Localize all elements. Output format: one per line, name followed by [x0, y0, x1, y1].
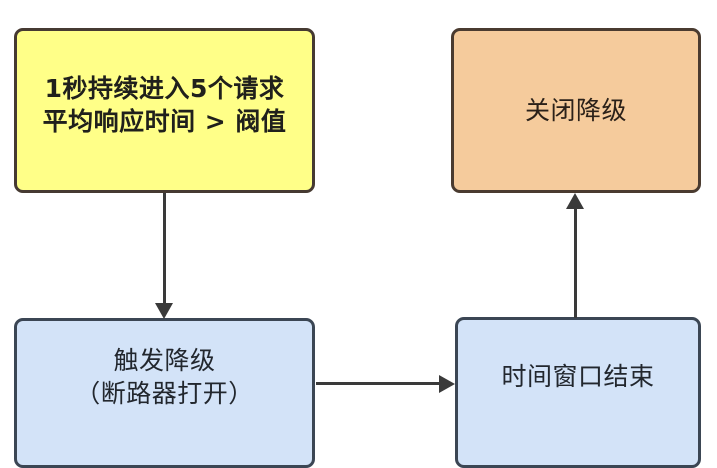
node-trigger-degrade[interactable]: 触发降级 （断路器打开）: [14, 318, 315, 468]
node-trigger-degrade-line-1: 触发降级: [113, 346, 216, 375]
node-window-end-line-1: 时间窗口结束: [501, 362, 655, 391]
node-threshold-condition[interactable]: 1秒持续进入5个请求 平均响应时间 > 阀值: [14, 28, 315, 193]
edge-threshold-to-trigger-arrowhead-icon: [155, 303, 173, 319]
edge-window-to-close-line: [574, 208, 577, 318]
node-close-degrade[interactable]: 关闭降级: [451, 28, 701, 193]
node-trigger-degrade-text: 触发降级 （断路器打开）: [75, 344, 254, 410]
node-window-end[interactable]: 时间窗口结束: [455, 317, 701, 468]
node-threshold-line-2: 平均响应时间 > 阀值: [42, 106, 287, 136]
edge-threshold-to-trigger-line: [163, 193, 166, 305]
diagram-canvas: 1秒持续进入5个请求 平均响应时间 > 阀值 关闭降级 触发降级 （断路器打开）…: [14, 28, 701, 468]
edge-window-to-close-arrowhead-icon: [566, 193, 584, 209]
node-close-degrade-line-1: 关闭降级: [524, 96, 627, 125]
node-window-end-text: 时间窗口结束: [501, 360, 654, 393]
edge-trigger-to-window-arrowhead-icon: [439, 375, 455, 393]
node-close-degrade-text: 关闭降级: [525, 94, 627, 127]
node-threshold-text: 1秒持续进入5个请求 平均响应时间 > 阀值: [43, 72, 287, 138]
node-threshold-line-1: 1秒持续进入5个请求: [44, 73, 285, 103]
edge-trigger-to-window-line: [316, 382, 440, 385]
node-trigger-degrade-line-2: （断路器打开）: [75, 379, 254, 408]
